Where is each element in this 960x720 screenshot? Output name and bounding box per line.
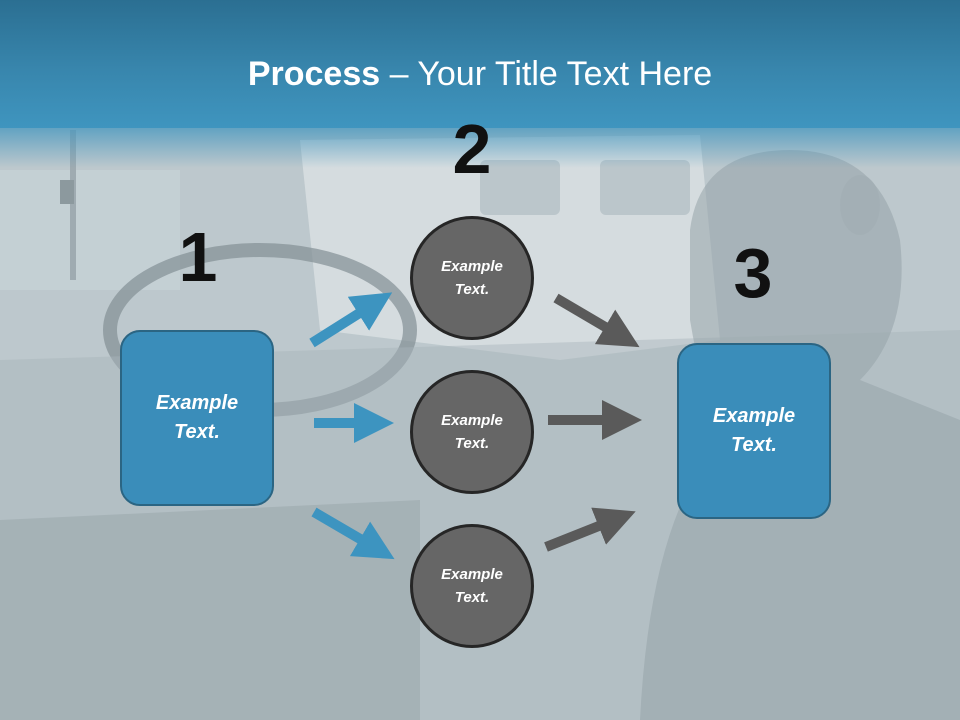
circle-middle-text: Example Text. bbox=[441, 412, 503, 452]
step-number-3: 3 bbox=[733, 234, 773, 312]
arrow-top-to-right bbox=[553, 293, 640, 348]
arrow-bottom-to-right bbox=[544, 507, 636, 552]
circle-middle: Example Text. bbox=[410, 370, 534, 494]
step-number-1: 1 bbox=[178, 218, 218, 296]
circle-top: Example Text. bbox=[410, 216, 534, 340]
step-number-2: 2 bbox=[452, 110, 492, 188]
title-fade bbox=[0, 128, 960, 168]
slide-title: Process – Your Title Text Here bbox=[0, 52, 960, 96]
right-box-text: Example Text. bbox=[712, 405, 796, 456]
circle-bottom: Example Text. bbox=[410, 524, 534, 648]
circle-bottom-text: Example Text. bbox=[441, 566, 503, 606]
arrow-left-to-top bbox=[309, 292, 393, 348]
left-box-text: Example Text. bbox=[155, 392, 239, 443]
right-box: Example Text. bbox=[677, 343, 831, 519]
title-bold: Process bbox=[247, 55, 381, 93]
title-band bbox=[0, 0, 960, 128]
title-rest: – Your Title Text Here bbox=[380, 55, 713, 93]
circle-top-text: Example Text. bbox=[441, 258, 503, 298]
arrow-left-to-bottom bbox=[311, 507, 395, 560]
left-box: Example Text. bbox=[120, 330, 274, 506]
